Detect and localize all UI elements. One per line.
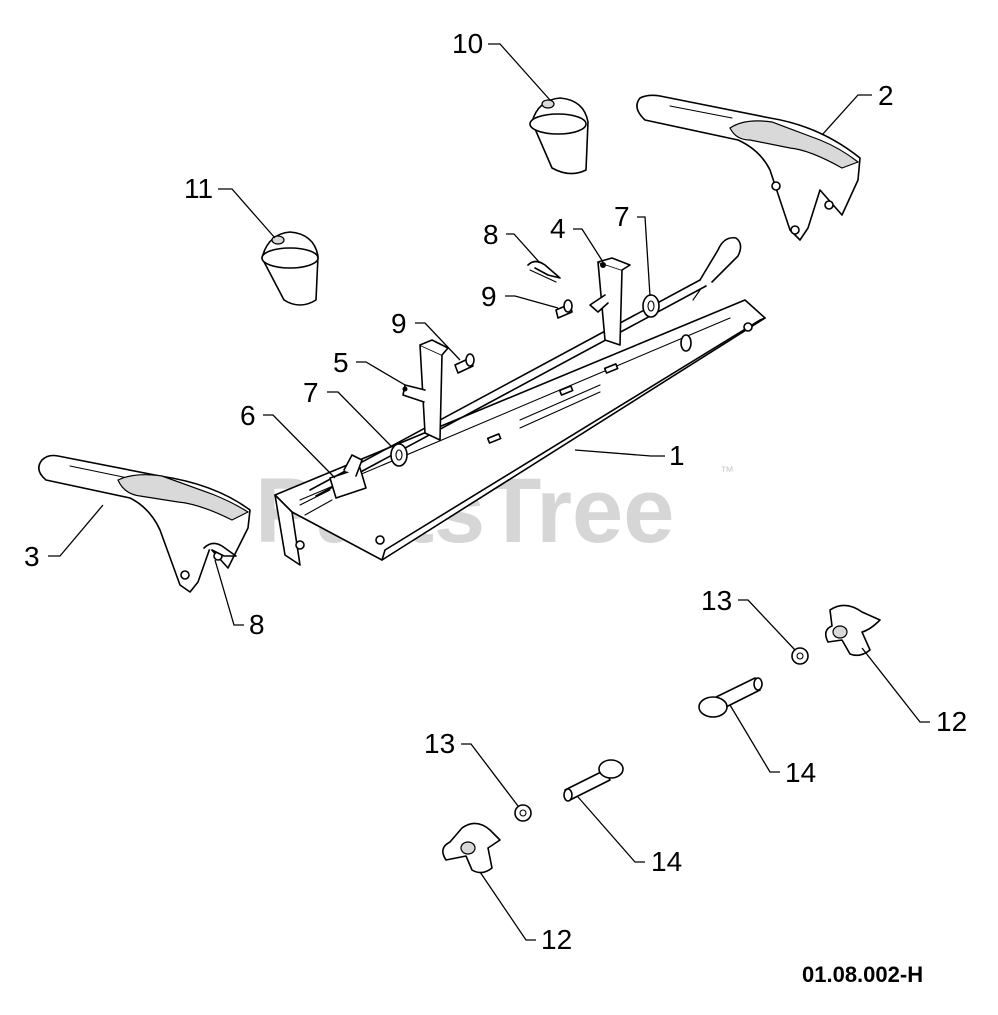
callout-9-upper: 9 (481, 281, 497, 312)
callout-14-lower: 14 (651, 846, 682, 877)
part-4-plate[interactable] (589, 257, 631, 346)
callout-3: 3 (24, 541, 40, 572)
callout-1: 1 (669, 440, 685, 471)
part-8-hairpin-clip-lower[interactable] (203, 542, 237, 557)
part-14-carriage-bolt-lower[interactable] (563, 759, 624, 802)
callout-12-upper: 12 (936, 706, 967, 737)
part-7-bushing-lower[interactable] (390, 443, 408, 467)
callout-4: 4 (550, 213, 566, 244)
part-11-grip-knob[interactable] (261, 231, 319, 306)
callout-2: 2 (878, 80, 894, 111)
callout-13-upper: 13 (701, 585, 732, 616)
part-12-star-knob-upper[interactable] (824, 604, 881, 657)
callout-12-lower: 12 (541, 924, 572, 955)
watermark-trademark: ™ (720, 463, 734, 479)
part-8-hairpin-clip-upper[interactable] (527, 260, 561, 283)
callout-14-upper: 14 (785, 757, 816, 788)
shaft-rod[interactable] (309, 236, 742, 497)
part-13-washer-upper[interactable] (791, 647, 809, 665)
part-3-lever-handle-left[interactable] (38, 454, 251, 593)
callout-labels: 10 2 11 8 4 7 9 9 5 7 6 1 3 8 13 12 14 1… (24, 28, 967, 955)
part-12-star-knob-lower[interactable] (442, 822, 501, 874)
part-5-plate[interactable] (402, 339, 449, 441)
part-13-washer-lower[interactable] (514, 804, 532, 822)
part-9-bolt-lower[interactable] (454, 353, 475, 374)
callout-13-lower: 13 (424, 728, 455, 759)
part-2-lever-handle-right[interactable] (636, 94, 861, 241)
callout-11: 11 (184, 173, 213, 204)
part-6-pivot-pin[interactable] (299, 454, 367, 516)
part-14-carriage-bolt-upper[interactable] (698, 677, 763, 718)
drawing-number: 01.08.002-H (802, 962, 923, 987)
part-10-grip-knob[interactable] (529, 97, 589, 175)
callout-10: 10 (452, 28, 483, 59)
callout-7-upper: 7 (614, 201, 630, 232)
part-9-bolt-upper[interactable] (555, 299, 573, 319)
callout-5: 5 (333, 347, 349, 378)
callout-6: 6 (240, 400, 256, 431)
callout-9-lower: 9 (391, 308, 407, 339)
callout-8-upper: 8 (483, 219, 499, 250)
callout-8-lower: 8 (249, 609, 265, 640)
part-7-bushing-upper[interactable] (642, 294, 660, 318)
leader-lines (48, 43, 930, 941)
callout-7-lower: 7 (303, 377, 319, 408)
part-1-bracket[interactable] (274, 299, 766, 566)
